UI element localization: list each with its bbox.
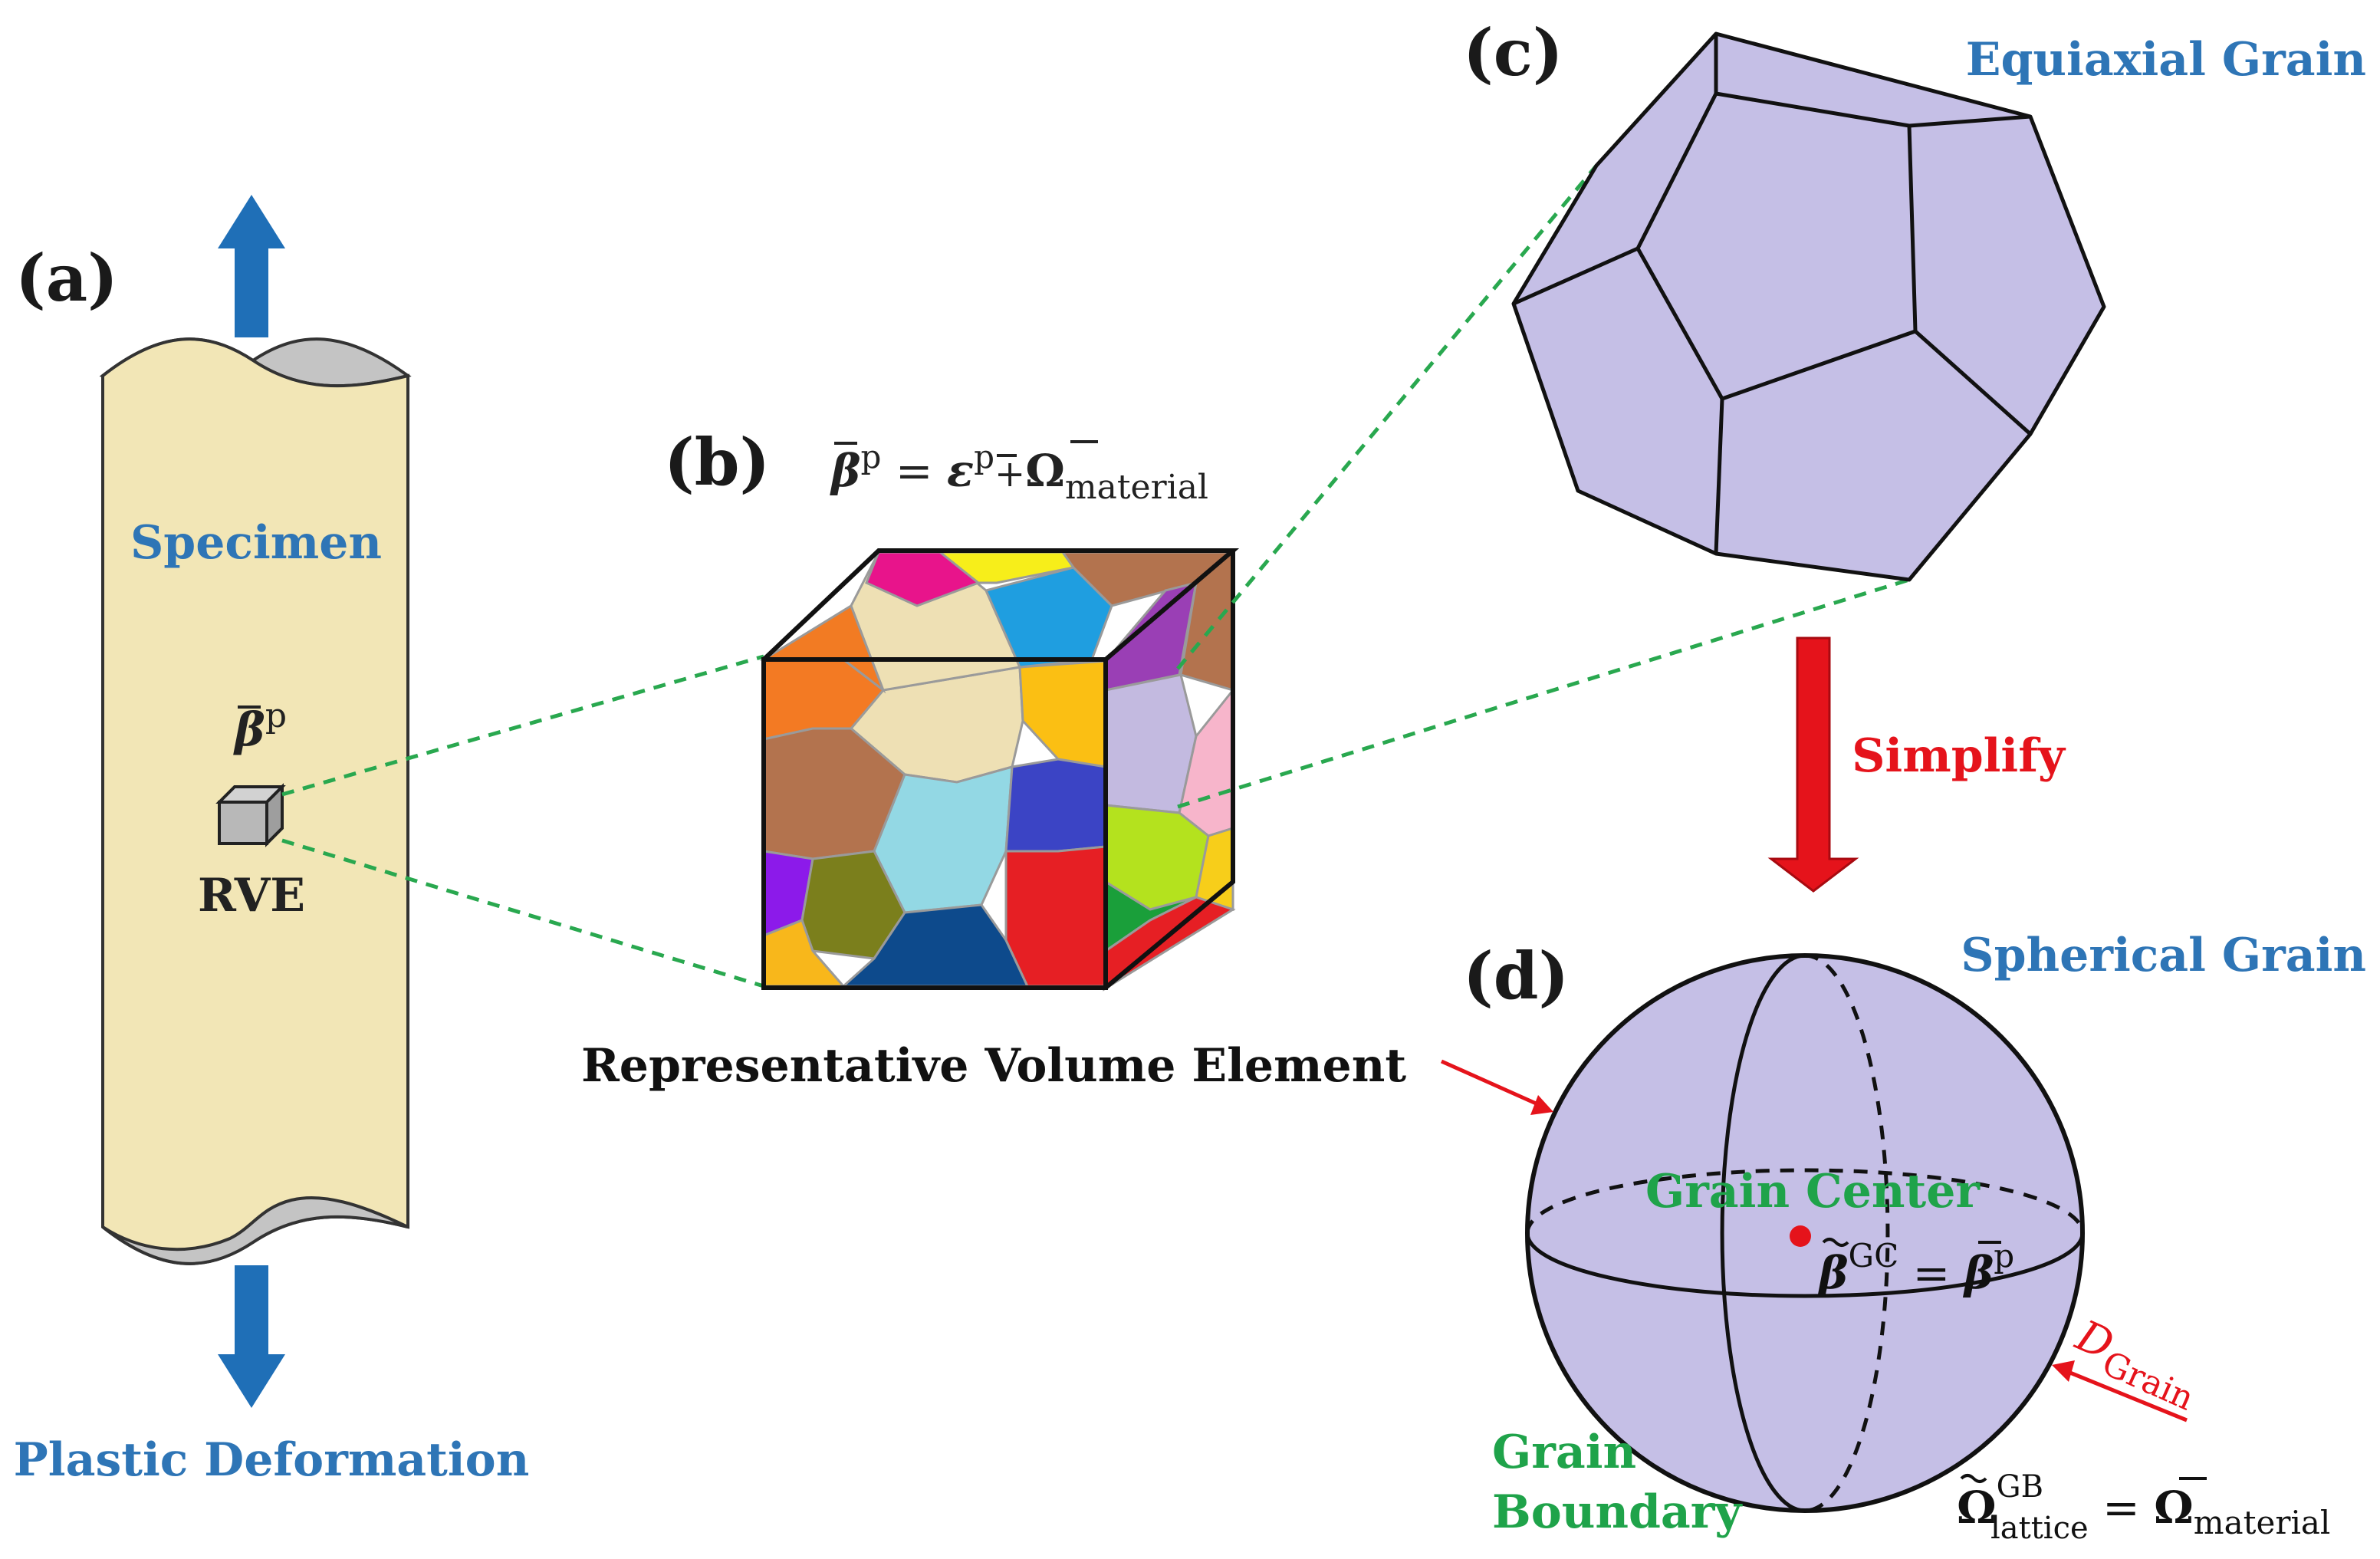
rve-relation-equation: βp = εp+Ωmaterial (830, 438, 1208, 507)
rve-eq-bars (834, 440, 1098, 457)
gb-eq-marks (1960, 1474, 2207, 1483)
rve-grain-cube (759, 548, 1240, 992)
panel-label-c: (c) (1463, 15, 1563, 90)
gb-eq-rhs-sub: material (2194, 1504, 2331, 1541)
specimen-bottom-cap (101, 1196, 409, 1265)
panel-label-d: (d) (1463, 938, 1569, 1014)
rve-eq-equals: = (881, 445, 946, 497)
rve-eq-beta: β (830, 445, 861, 497)
equiaxial-grain-label: Equiaxial Grain (1966, 33, 2366, 87)
beta-sup: p (265, 696, 287, 735)
gc-eq-beta-sup: GC (1849, 1237, 1899, 1274)
rve-beta-label: βp (233, 696, 287, 757)
rve-eq-epsilon: ε (947, 445, 974, 497)
panel-a: (a) Specimen βp RVE Plastic Deformation (14, 195, 530, 1487)
gc-eq-marks (1822, 1238, 2001, 1247)
specimen-label: Specimen (130, 516, 382, 570)
diameter-label: DGrain (2064, 1311, 2208, 1419)
gc-eq-beta: β (1817, 1247, 1849, 1299)
simplify-label: Simplify (1852, 729, 2066, 783)
grain (1018, 659, 1107, 768)
gb-eq-omega-sub: lattice (1990, 1511, 2089, 1546)
simplify-arrow-icon (1767, 636, 1859, 893)
rve-eq-omega: Ω (1025, 445, 1065, 497)
gb-eq-omega: Ω (1957, 1482, 1997, 1534)
grain-center-label: Grain Center (1645, 1165, 1981, 1219)
diameter-sub: Grain (2096, 1344, 2200, 1418)
gb-eq-rhs: Ω (2154, 1482, 2194, 1534)
gc-eq-equals: = (1898, 1247, 1964, 1299)
beta-symbol: β (233, 703, 265, 757)
rve-eq-epsilon-sup: p (974, 438, 994, 475)
panel-label-b: (b) (664, 424, 770, 500)
gb-eq-equals: = (2089, 1482, 2154, 1534)
rve-label: RVE (198, 869, 305, 923)
rve-cube-icon (215, 783, 286, 847)
panel-d: (d) Spherical Grain Grain Center βGC = β… (1440, 929, 2366, 1546)
grain-center-equation: βGC = βp (1817, 1237, 2014, 1299)
connector-b-c (1176, 164, 1910, 809)
plastic-deformation-label: Plastic Deformation (14, 1433, 530, 1487)
grain-boundary-label-line2: Boundary (1492, 1485, 1743, 1539)
panel-label-a: (a) (15, 240, 118, 316)
grain (984, 566, 1113, 669)
connector-a-b (281, 654, 764, 988)
gb-eq-omega-sup: GB (1997, 1469, 2043, 1505)
rve-eq-omega-sub: material (1065, 468, 1208, 507)
grain (1004, 845, 1107, 988)
tension-arrow-down-icon (218, 1265, 285, 1408)
rve-eq-plus: + (994, 452, 1025, 495)
rve-eq-beta-sup: p (861, 438, 882, 475)
diameter-arrow-icon (2052, 1360, 2188, 1423)
gc-eq-rhs: β (1963, 1247, 1994, 1299)
grain-boundary-arrow-icon (1440, 1059, 1553, 1115)
spherical-grain-label: Spherical Grain (1961, 929, 2366, 982)
grain (1104, 673, 1198, 814)
rve-caption: Representative Volume Element (581, 1039, 1406, 1093)
tension-arrow-up-icon (218, 195, 285, 337)
grain-center-dot (1790, 1225, 1811, 1247)
dodecahedron-grain (1511, 31, 2106, 582)
panel-b: (b) βp = εp+Ωmaterial (581, 424, 1406, 1093)
panel-c: (c) Equiaxial Grain (1463, 15, 2366, 582)
grain-boundary-label-line1: Grain (1492, 1426, 1636, 1479)
rve-cube-edges (761, 548, 1240, 990)
grain (1004, 758, 1107, 853)
